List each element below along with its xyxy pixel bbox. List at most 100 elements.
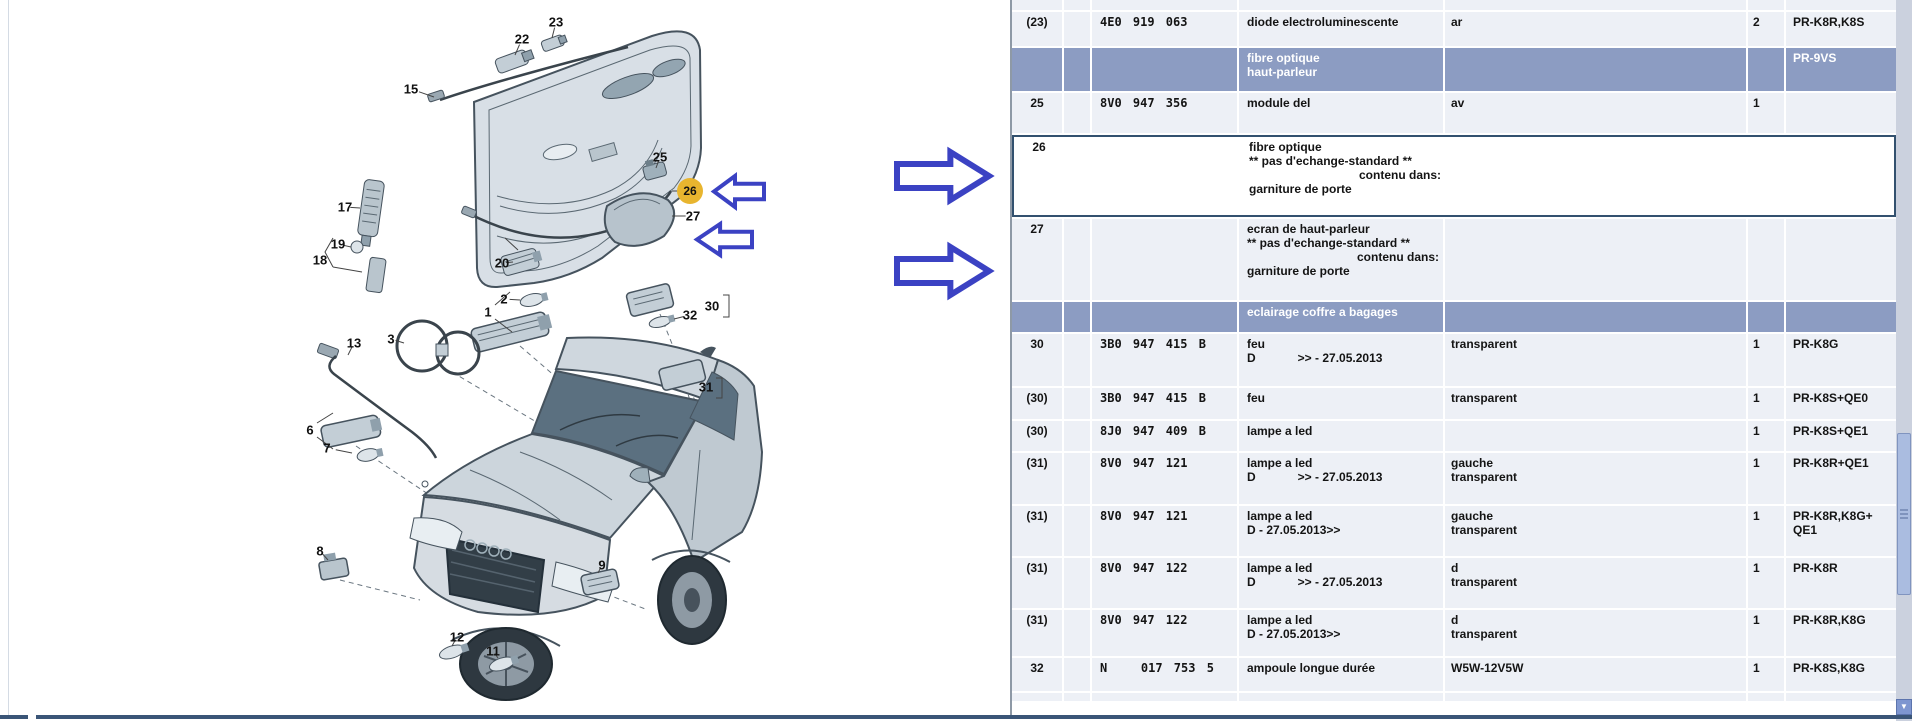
clip-part-25: [642, 159, 668, 181]
callout-22[interactable]: 22: [515, 32, 529, 47]
col-pr: PR-K8S,K8G: [1786, 658, 1896, 691]
scrollbar-down-button[interactable]: ▼: [1896, 699, 1912, 715]
col-part-number: [1092, 219, 1237, 300]
col-pos: 27: [1012, 219, 1062, 300]
callout-26-highlighted[interactable]: 26: [683, 184, 697, 198]
callout-32[interactable]: 32: [683, 308, 697, 323]
annotation-arrow-left-3: [693, 220, 754, 259]
col-part-number[interactable]: 8V0 947 122: [1092, 610, 1237, 656]
scrollbar-thumb[interactable]: [1897, 433, 1911, 595]
col-blank: [1064, 610, 1090, 656]
vertical-scrollbar[interactable]: ▼: [1896, 0, 1912, 721]
col-pos: (30): [1012, 388, 1062, 419]
col-pos: (23): [1012, 12, 1062, 46]
col-pos: 26: [1032, 140, 1046, 154]
col-part-number: [1092, 48, 1237, 91]
callout-7[interactable]: 7: [323, 441, 330, 456]
bulb-part-23: [540, 34, 568, 52]
col-pos: [1012, 302, 1062, 332]
bulb-part-12: [438, 642, 470, 660]
col-qty: 2: [1748, 12, 1784, 46]
col-qty: 1: [1748, 558, 1784, 608]
col-part-number[interactable]: 8V0 947 121: [1092, 506, 1237, 556]
grille-rings: [464, 539, 512, 560]
callout-2[interactable]: 2: [500, 292, 507, 307]
col-pos: [1012, 48, 1062, 91]
callout-30[interactable]: 30: [705, 299, 719, 314]
callout-6[interactable]: 6: [306, 423, 313, 438]
col-blank: [1064, 421, 1090, 451]
col-part-number[interactable]: 8V0 947 122: [1092, 558, 1237, 608]
col-blank: [1064, 658, 1090, 691]
callout-12[interactable]: 12: [450, 630, 464, 645]
col-part-number[interactable]: 8J0 947 409 B: [1092, 421, 1237, 451]
highlighted-callout-circle[interactable]: [677, 178, 703, 204]
col-pr: PR-K8S+QE0: [1786, 388, 1896, 419]
col-qty: 1: [1748, 421, 1784, 451]
col-pr: [1786, 302, 1896, 332]
col-pr: [1788, 137, 1898, 215]
col-blank: [1064, 334, 1090, 386]
col-part-number[interactable]: N 017 753 5: [1092, 658, 1237, 691]
callout-19[interactable]: 19: [331, 237, 345, 252]
col-remark: [1445, 219, 1746, 300]
callout-13[interactable]: 13: [347, 336, 361, 351]
col-blank: [1064, 558, 1090, 608]
callout-20[interactable]: 20: [495, 256, 509, 271]
col-qty: [1748, 693, 1784, 701]
annotation-arrow-right-1: [894, 241, 995, 301]
col-qty: 1: [1748, 658, 1784, 691]
callout-17[interactable]: 17: [338, 200, 352, 215]
callout-31[interactable]: 31: [699, 380, 713, 395]
callout-9[interactable]: 9: [598, 558, 605, 573]
col-part-number[interactable]: 8V0 947 356: [1092, 93, 1237, 133]
callout-15[interactable]: 15: [404, 82, 418, 97]
col-qty: [1748, 219, 1784, 300]
reflector-part-17: [357, 179, 385, 247]
pane-divider[interactable]: [1010, 0, 1012, 717]
col-pos: [1012, 693, 1062, 701]
callout-8[interactable]: 8: [316, 544, 323, 559]
col-part-number[interactable]: 3B0 947 415 B: [1092, 388, 1237, 419]
callout-18[interactable]: 18: [313, 253, 327, 268]
col-remark: [1445, 421, 1746, 451]
callout-leader-lines: [322, 27, 686, 659]
callout-27[interactable]: 27: [686, 209, 700, 224]
bulb-part-32: [648, 314, 676, 329]
callout-25[interactable]: 25: [653, 150, 667, 165]
callout-11[interactable]: 11: [486, 644, 500, 659]
callout-23[interactable]: 23: [549, 15, 563, 30]
col-part-number: [1094, 137, 1239, 215]
callout-1[interactable]: 1: [484, 305, 491, 320]
col-part-number: [1092, 693, 1237, 701]
lamp-part-6: [320, 414, 383, 448]
pane-left-edge: [8, 0, 9, 717]
col-part-number[interactable]: 8V0 947 121: [1092, 453, 1237, 504]
col-blank: [1064, 93, 1090, 133]
col-pos: (31): [1012, 506, 1062, 556]
lamp-part-30: [625, 283, 675, 317]
callout-3[interactable]: 3: [387, 332, 394, 347]
col-remark: av: [1445, 93, 1746, 133]
col-pr: PR-K8G: [1786, 334, 1896, 386]
col-part-number[interactable]: 4E0 919 063: [1092, 12, 1237, 46]
col-pr: PR-K8R: [1786, 558, 1896, 608]
col-part-number[interactable]: 3B0 947 415 B: [1092, 334, 1237, 386]
group-header-row: eclairage coffre a bagages: [1012, 302, 1896, 332]
